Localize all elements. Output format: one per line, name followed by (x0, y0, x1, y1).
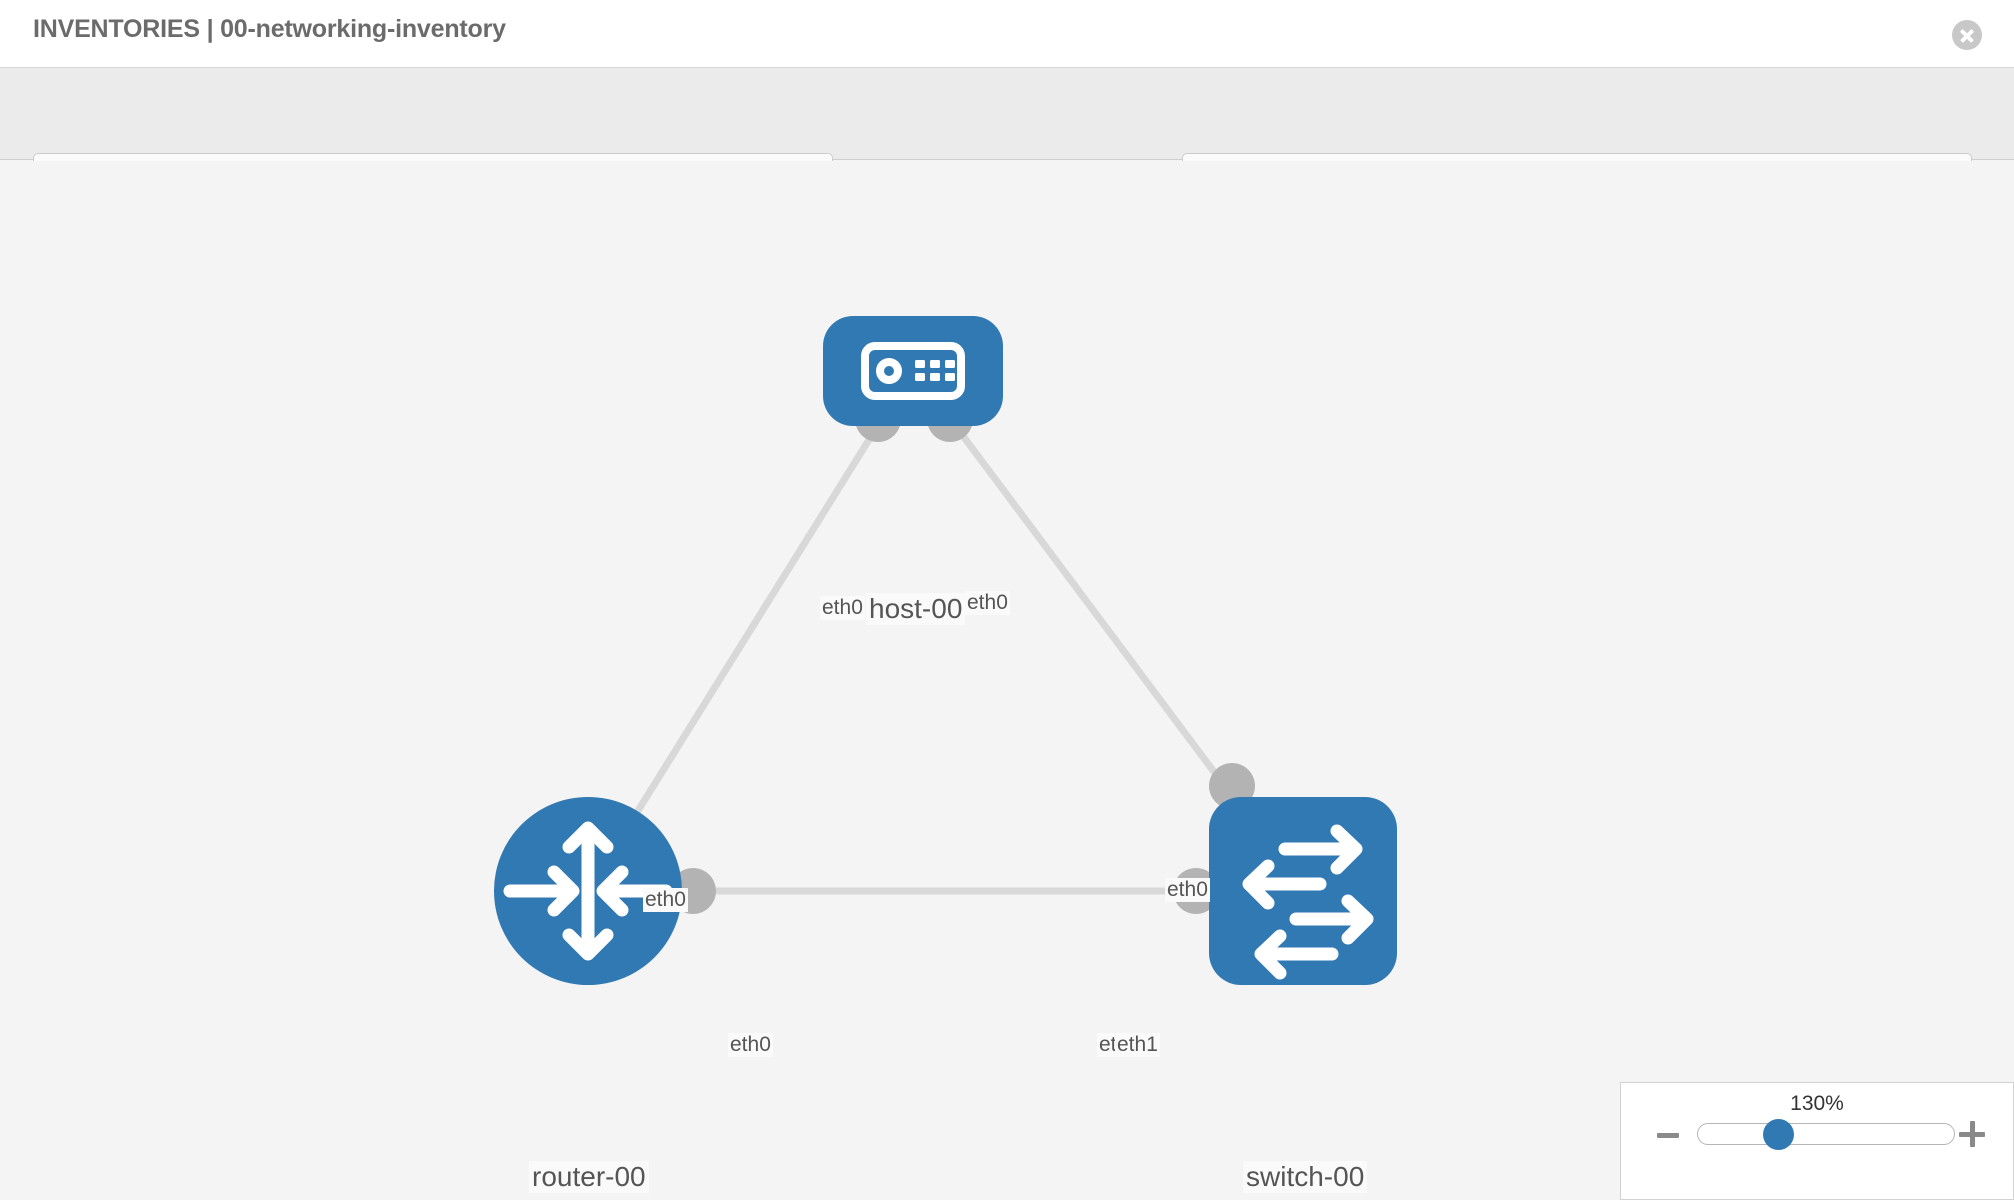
toolbar: ACTIONS SEARCH (0, 68, 2014, 203)
topology-links (585, 366, 1306, 895)
node-label-router-00: router-00 (529, 1161, 649, 1193)
minus-icon[interactable] (1657, 1133, 1679, 1138)
edge-label-switch00-eth1: eth1 (1115, 1033, 1160, 1057)
edge-label-router00-eth0-uplink: eth0 (643, 888, 688, 912)
plus-icon[interactable] (1959, 1121, 1985, 1147)
topology-canvas[interactable]: eth0 eth0 eth0 eth0 eth0 eth0 eth1 host-… (0, 161, 2014, 1200)
link-host00-router00 (585, 367, 916, 893)
zoom-control-panel: 130% (1620, 1082, 2014, 1200)
server-icon (861, 342, 965, 400)
zoom-slider-track[interactable] (1697, 1123, 1955, 1145)
edge-label-host00-eth0-left: eth0 (820, 596, 865, 620)
edge-label-switch00-eth0-uplink: eth0 (1165, 878, 1210, 902)
zoom-slider-thumb[interactable] (1763, 1119, 1794, 1150)
node-label-switch-00: switch-00 (1243, 1161, 1368, 1193)
page-title: INVENTORIES | 00-networking-inventory (33, 15, 506, 43)
zoom-level-value: 130% (1790, 1092, 1844, 1115)
edge-label-host00-eth0-right: eth0 (965, 591, 1010, 615)
switch-arrows-icon (1242, 824, 1374, 980)
close-icon[interactable] (1952, 20, 1982, 50)
node-label-host-00: host-00 (866, 593, 966, 625)
node-switch-00 (1209, 797, 1397, 985)
topology-graph (494, 316, 1397, 985)
page-header: INVENTORIES | 00-networking-inventory (0, 0, 2014, 68)
node-host-00-shape (823, 316, 1003, 426)
interface-nubs (670, 396, 1255, 914)
node-host-00 (823, 316, 1003, 426)
plus-icon-vertical (1969, 1121, 1975, 1147)
edge-label-router00-eth0: eth0 (728, 1033, 773, 1057)
